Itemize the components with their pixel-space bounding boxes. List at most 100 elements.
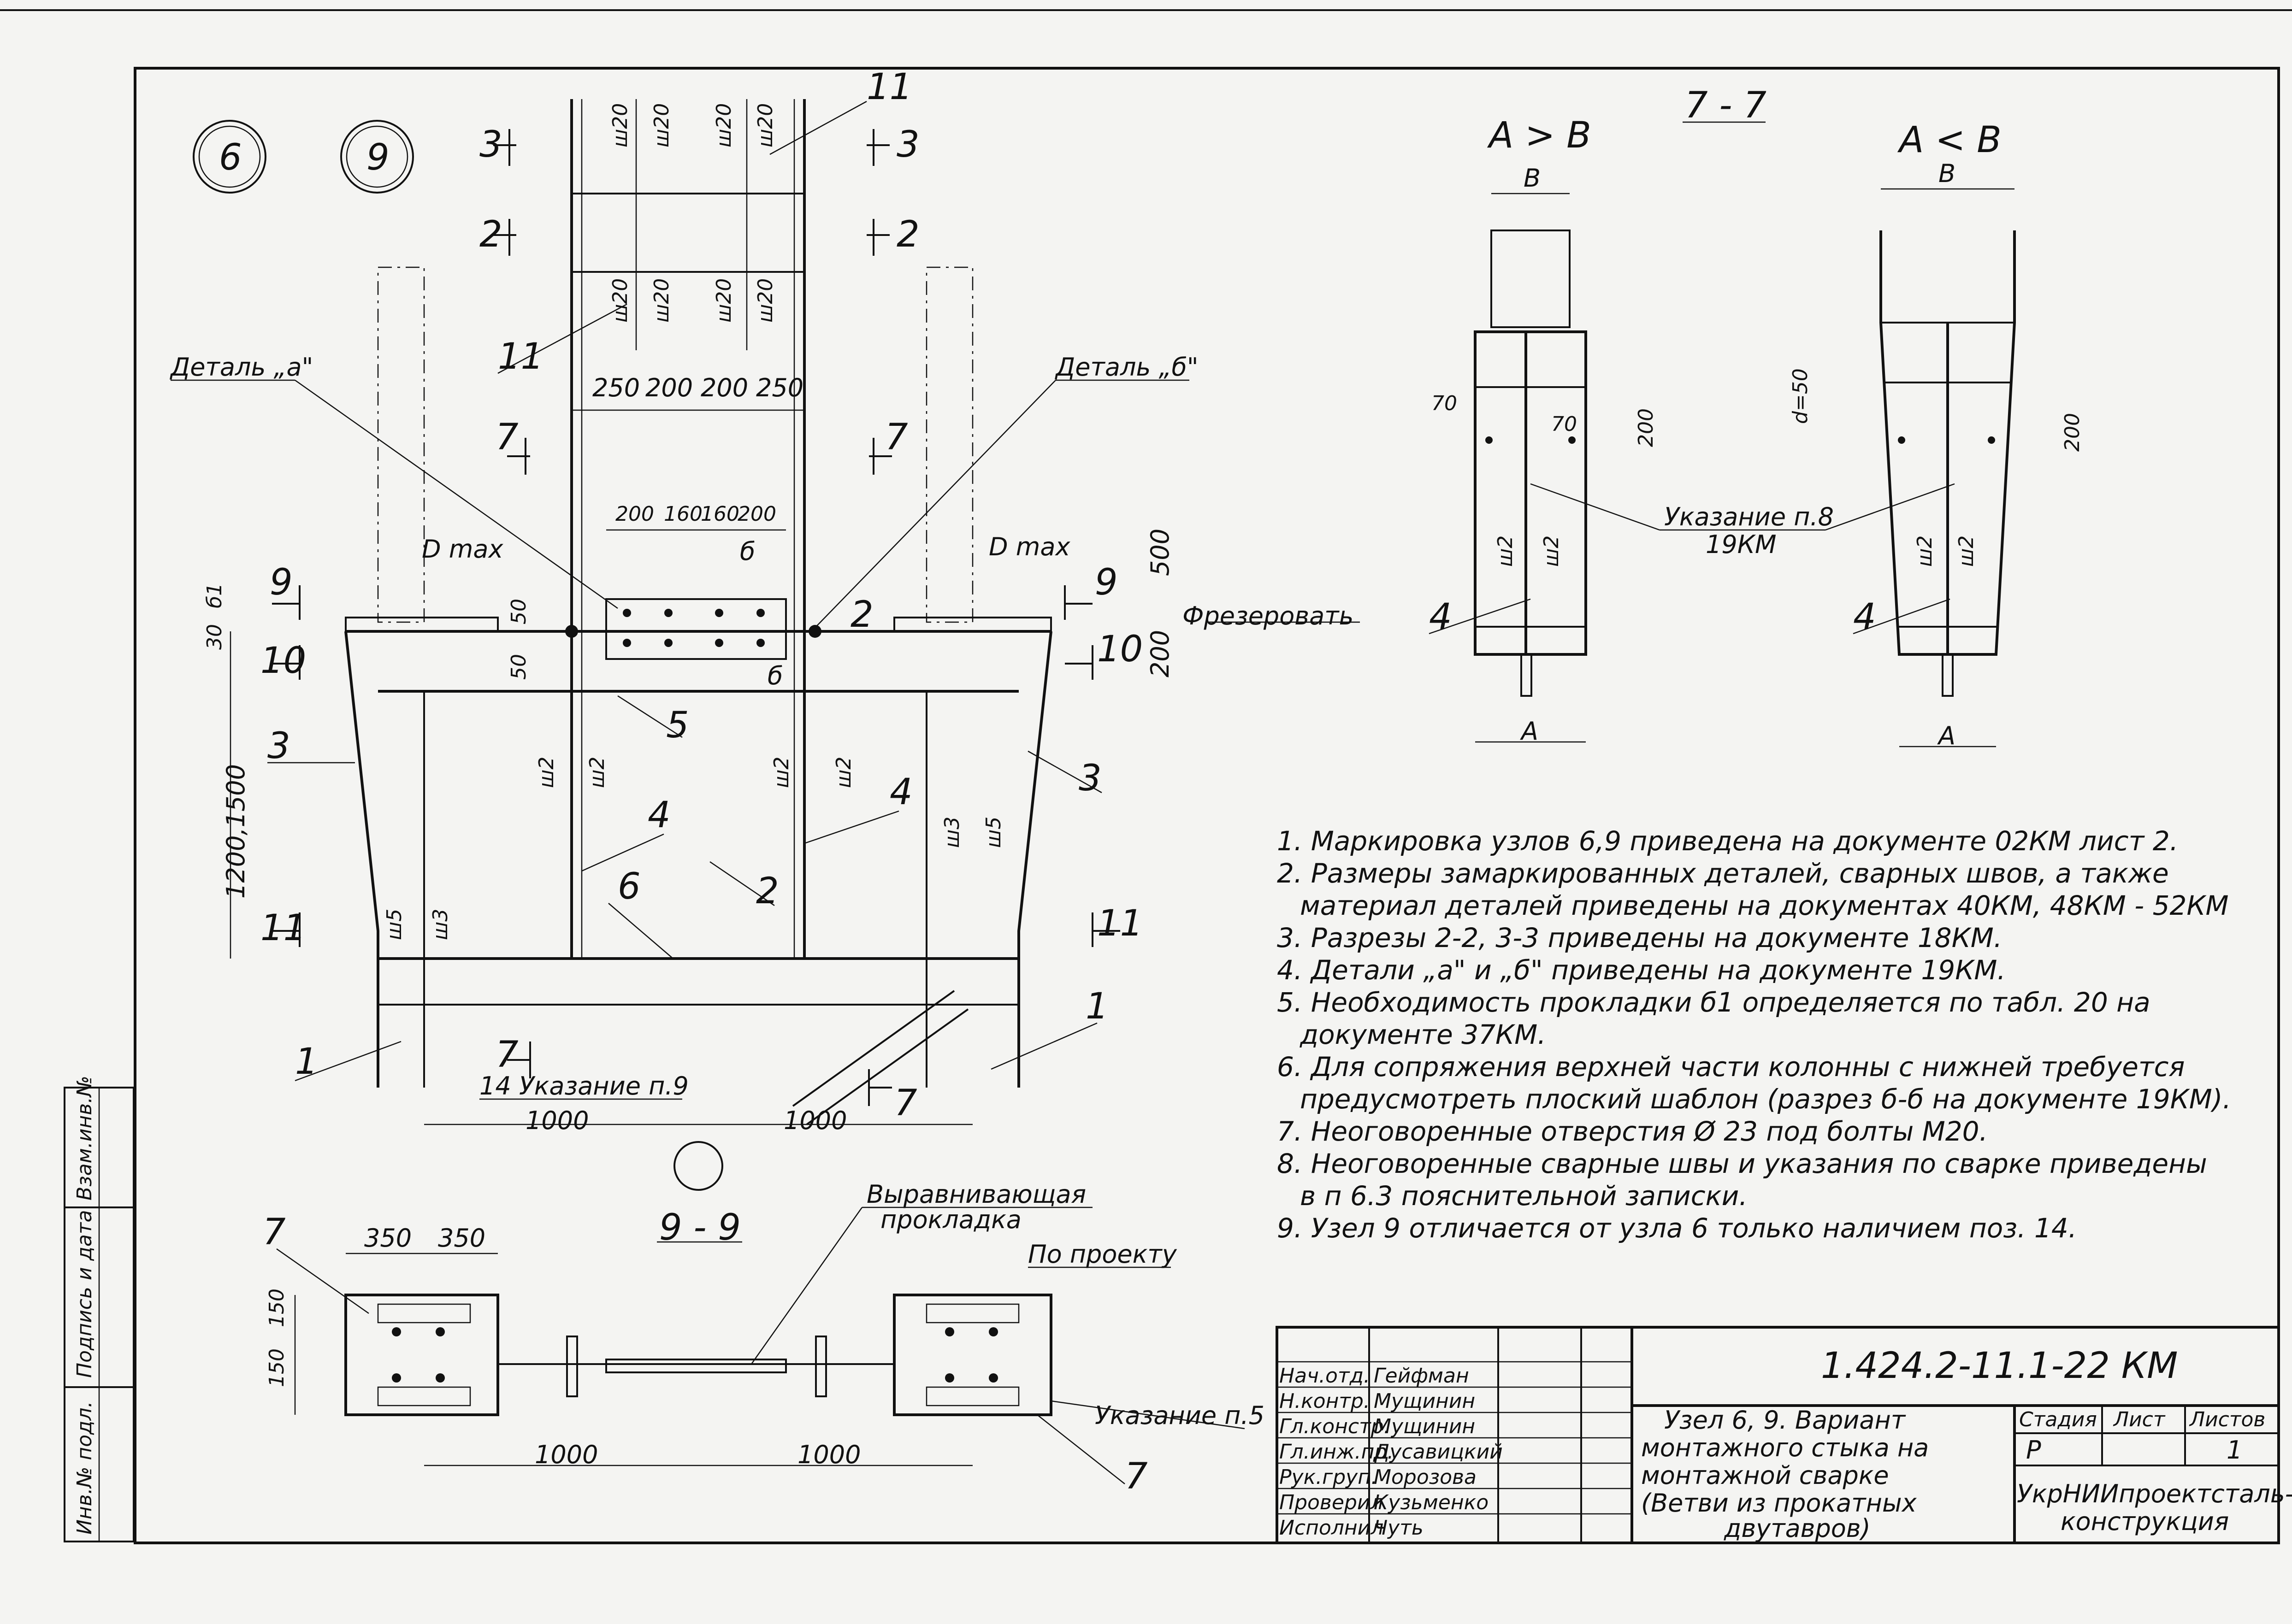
dim-plate: 160 (701, 502, 739, 526)
stamp-vzam-inv: Взам.инв.№ (73, 1076, 96, 1200)
section-mark: 10 (1097, 629, 1143, 670)
side-stamp: Инв.№ подл. Подпись и дата Взам.инв.№ (64, 1076, 135, 1542)
signer-name: Дусавицкий (1373, 1440, 1503, 1464)
dim-350: 350 (364, 1224, 412, 1253)
sheets-value: 1 (2227, 1436, 2242, 1465)
dim-1000: 1000 (797, 1440, 861, 1469)
dim-150: 150 (265, 1348, 289, 1387)
case-a-lt-b: A < B (1897, 119, 2002, 161)
stage-value: Р (2026, 1436, 2041, 1465)
dim-200: 200 (2061, 413, 2084, 452)
dmax-left: D max (422, 535, 503, 564)
weld-mark: ш20 (608, 278, 632, 323)
section-mark: 10 (260, 640, 306, 682)
org-line-2: конструкция (2061, 1507, 2229, 1536)
role: Рук.груп. (1279, 1465, 1377, 1489)
doc-code: 1.424.2-11.1-22 КМ (1821, 1345, 2178, 1387)
weld-mark: ш20 (650, 103, 673, 147)
section-mark: 11 (260, 907, 306, 949)
signer-name: Кузьменко (1374, 1491, 1489, 1514)
weld-mark: ш20 (712, 278, 736, 323)
dim-side: 50 (507, 654, 531, 680)
signer-name: Мущинин (1374, 1389, 1475, 1413)
detail-a-label: Деталь „а" (170, 353, 313, 382)
note-7: 7. Неоговоренные отверстия Ø 23 под болт… (1277, 1116, 1988, 1147)
title-line-2: монтажного стыка на (1641, 1433, 1929, 1462)
dim-side: 500 (1146, 529, 1175, 576)
leveling-pad-label: Выравнивающая (867, 1180, 1086, 1209)
note-9: 9. Узел 9 отличается от узла 6 только на… (1277, 1212, 2077, 1244)
pos-7: 7 (263, 1212, 286, 1253)
section-mark: 3 (897, 124, 920, 165)
detail-b-label: Деталь „б" (1055, 353, 1199, 382)
signer-name: Чуть (1374, 1516, 1424, 1540)
dim-top: 250 (756, 373, 803, 402)
weld-mark: ш3 (429, 909, 452, 940)
dim-bottom: 1000 (526, 1106, 589, 1135)
role: Нач.отд. (1279, 1364, 1370, 1388)
pos-4: 4 (890, 771, 913, 813)
main-elevation-labels: 3 3 2 2 7 7 9 9 10 10 11 11 Деталь „а" Д… (170, 66, 1353, 1135)
main-elevation (230, 99, 1360, 1191)
pos-3: 3 (1079, 758, 1102, 799)
weld-mark: ш2 (832, 757, 856, 788)
note-5-cont: документе 37КМ. (1300, 1019, 1546, 1050)
stamp-inv-podl: Инв.№ подл. (73, 1401, 96, 1535)
note-ref-9: 14 Указание п.9 (479, 1071, 689, 1100)
note-6-cont: предусмотреть плоский шаблон (разрез б-б… (1300, 1083, 2231, 1115)
node-markers: 6 9 (193, 120, 414, 194)
signer-name: Мущинин (1374, 1415, 1475, 1438)
note-8-cont: в п 6.3 пояснительной записки. (1300, 1180, 1748, 1212)
dim-a: A (1937, 721, 1955, 750)
note-ref-8: Указание п.8 (1664, 502, 1834, 531)
signer-name: Морозова (1374, 1465, 1477, 1489)
weld-mark: ш20 (650, 278, 673, 323)
weld-mark: ш2 (1955, 535, 1978, 567)
dim-top: 200 (645, 373, 693, 402)
pos-7: 7 (1125, 1456, 1148, 1497)
stamp-signature-date: Подпись и дата (73, 1210, 96, 1378)
note-2: 2. Размеры замаркированных деталей, свар… (1277, 858, 2169, 889)
per-project-label: По проекту (1028, 1240, 1177, 1269)
section-mark: 11 (1097, 903, 1143, 944)
weld-mark: ш2 (1913, 535, 1937, 567)
pos-11: 11 (498, 336, 543, 377)
dim-350: 350 (438, 1224, 485, 1253)
section-mark: 3 (479, 124, 502, 165)
weld-mark: ш2 (585, 757, 609, 788)
pos-2: 2 (756, 871, 779, 912)
sheets-label: Листов (2189, 1408, 2265, 1431)
title-block: Нач.отд. Н.контр. Гл.констр. Гл.инж.пр. … (1276, 1326, 2292, 1544)
role: Исполнил (1279, 1516, 1383, 1540)
node-circle-9: 9 (366, 137, 390, 178)
dim-a: A (1520, 717, 1538, 746)
section-b-mark: б (740, 537, 755, 566)
role: Гл.инж.пр. (1279, 1440, 1394, 1464)
weld-mark: ш3 (940, 817, 964, 848)
title-line-4: (Ветви из прокатных (1641, 1489, 1917, 1518)
section-7-mark: 7 (894, 1083, 917, 1124)
weld-mark: ш5 (982, 817, 1005, 848)
dim-side: б1 (203, 583, 226, 608)
stage-label: Стадия (2019, 1408, 2097, 1431)
dim-d: d=50 (1789, 368, 1812, 424)
section-mark: 7 (496, 417, 519, 458)
dim-200: 200 (1634, 408, 1658, 447)
general-notes: 1. Маркировка узлов 6,9 приведена на док… (1277, 825, 2231, 1244)
note-8: 8. Неоговоренные сварные швы и указания … (1277, 1148, 2207, 1179)
pos-4: 4 (1853, 596, 1876, 638)
note-ref-19km: 19КМ (1706, 530, 1777, 559)
pos-2: 2 (851, 594, 874, 635)
dim-plate: 200 (615, 502, 654, 526)
weld-mark: ш2 (1540, 535, 1563, 567)
section-99-title: 9 - 9 (659, 1207, 741, 1248)
dmax-right: D max (989, 532, 1070, 561)
weld-mark: ш2 (535, 757, 558, 788)
title-line-1: Узел 6, 9. Вариант (1664, 1406, 1906, 1435)
dim-70: 70 (1551, 412, 1577, 436)
weld-mark: ш2 (770, 757, 793, 788)
weld-mark: ш20 (754, 278, 777, 323)
title-line-3: монтажной сварке (1641, 1461, 1889, 1490)
weld-mark: ш20 (608, 103, 632, 147)
